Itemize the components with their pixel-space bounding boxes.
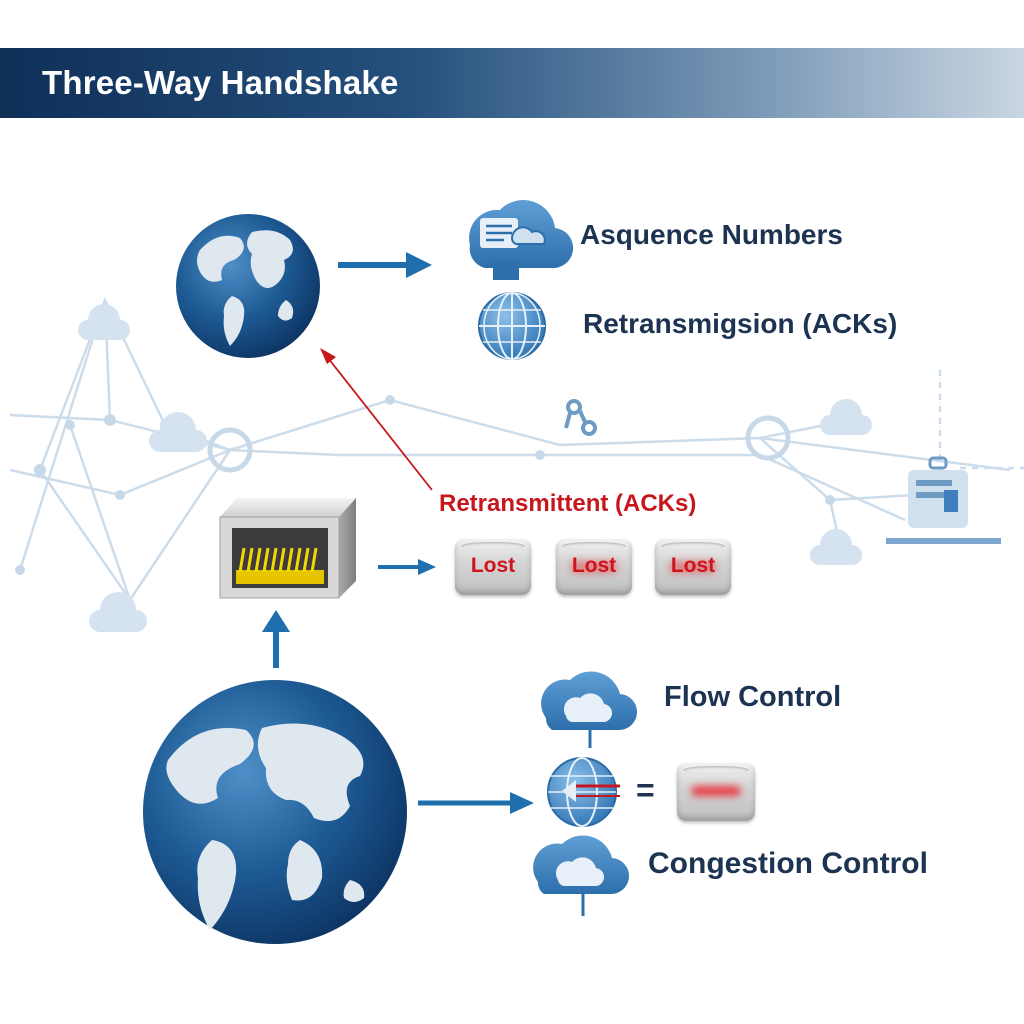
lost-packet-label: Lost	[670, 554, 716, 577]
congested-packet-glow	[691, 786, 741, 796]
background-device-icon	[886, 456, 1001, 544]
globe-transfer-icon	[547, 757, 620, 827]
header-banner: Three-Way Handshake	[0, 48, 1024, 118]
background-link-icon	[564, 399, 597, 436]
arrow-right-bottom	[418, 792, 534, 814]
arrow-up	[262, 610, 290, 668]
lost-packet-label: Lost	[470, 554, 516, 577]
globe-icon-top	[176, 214, 320, 358]
equals-sign: =	[636, 772, 655, 808]
label-retransmission: Retransmigsion (ACKs)	[583, 308, 898, 339]
background-cloud-icons	[78, 304, 872, 632]
cloud-upload-icon-congestion	[533, 835, 630, 916]
label-sequence-numbers: Asquence Numbers	[580, 219, 843, 250]
red-arrow	[320, 348, 433, 491]
lost-packet: Lost	[455, 539, 531, 595]
lost-packet: Lost	[556, 539, 632, 595]
lost-packet: Lost	[655, 539, 731, 595]
page-title: Three-Way Handshake	[42, 64, 399, 101]
lost-packet-label: Lost	[571, 554, 617, 577]
background-hub-icons	[207, 415, 791, 473]
background-network	[9, 296, 1024, 603]
arrow-right-top	[338, 252, 432, 278]
label-flow-control: Flow Control	[664, 681, 842, 713]
lost-packet-glow	[570, 561, 618, 573]
label-congestion-control: Congestion Control	[648, 847, 928, 880]
arrow-right-middle	[378, 559, 436, 575]
label-retransmittent: Retransmittent (ACKs)	[439, 490, 697, 517]
cloud-upload-icon-flow	[541, 671, 638, 748]
network-switch-icon	[219, 498, 356, 599]
congested-packet	[677, 763, 755, 821]
small-globe-icon	[478, 292, 546, 360]
lost-packet-glow	[669, 561, 717, 573]
cloud-document-icon	[469, 199, 574, 280]
globe-icon-bottom	[143, 680, 407, 944]
